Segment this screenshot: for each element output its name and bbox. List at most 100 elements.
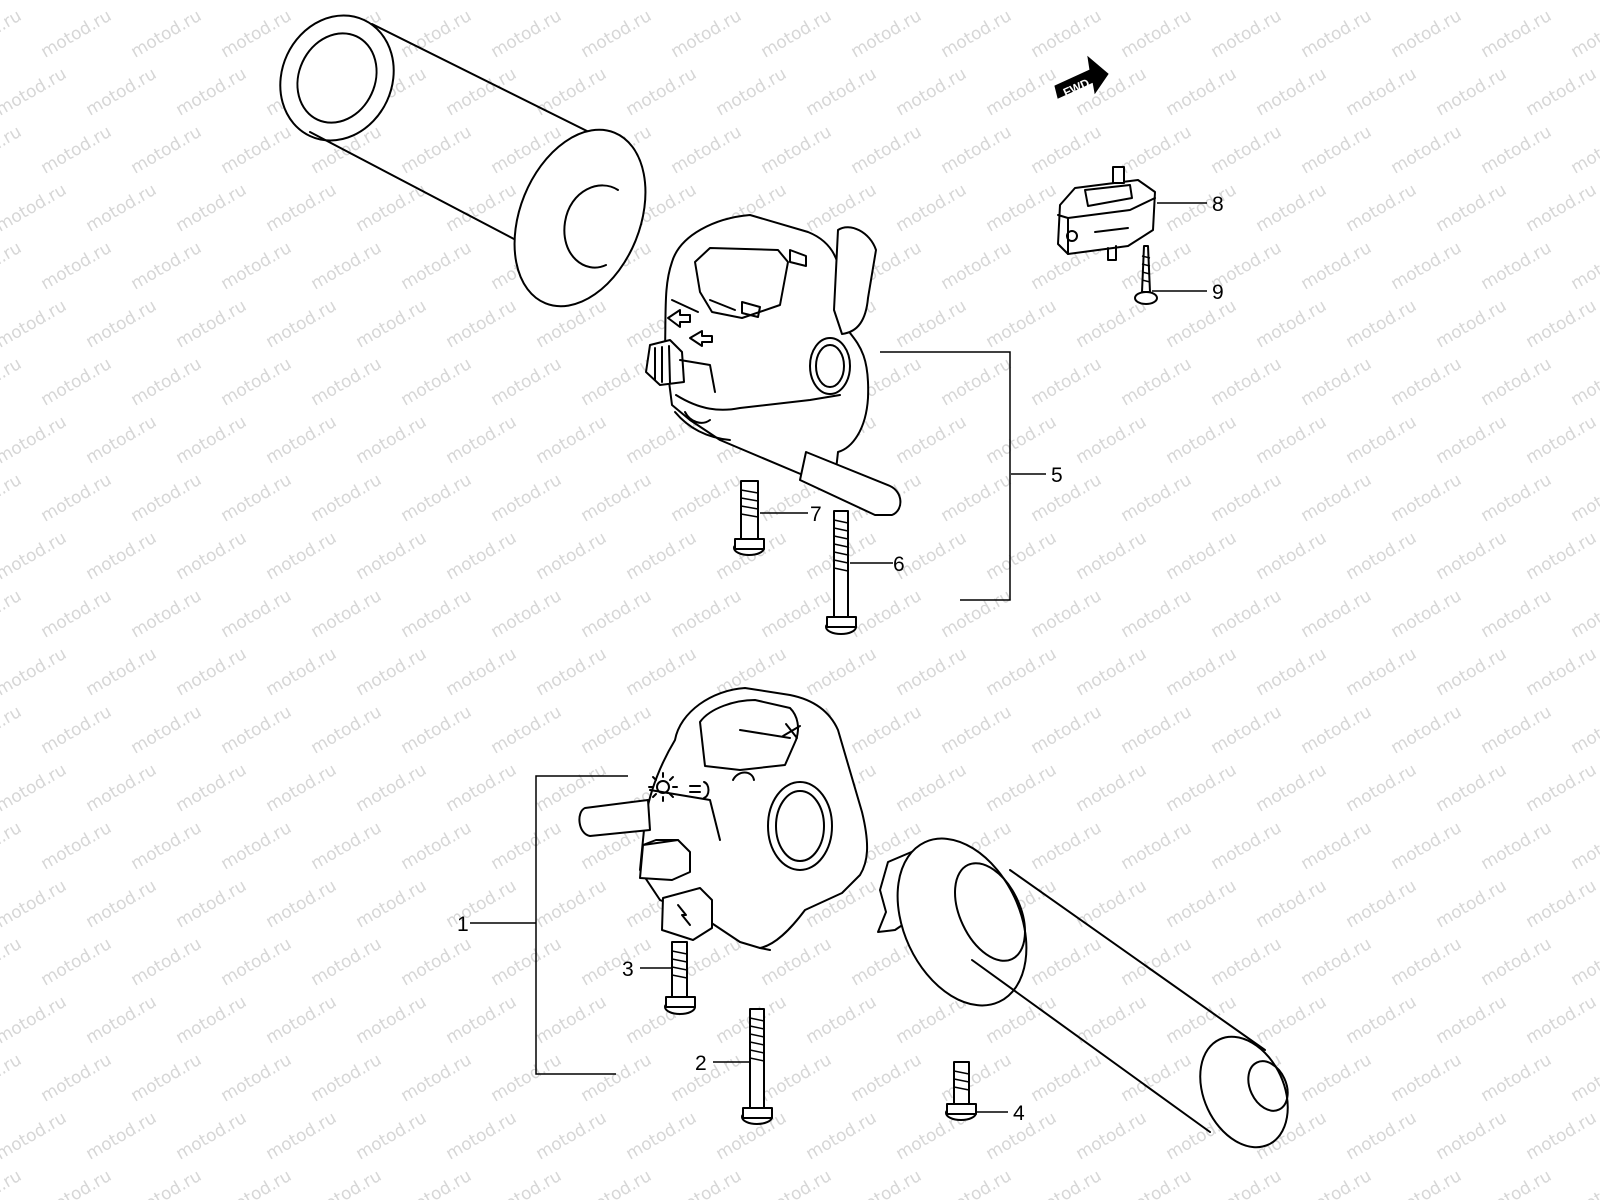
watermark-text: motod.ru (398, 122, 476, 178)
watermark-text: motod.ru (1433, 180, 1511, 236)
watermark-text: motod.ru (308, 818, 386, 874)
watermark-text: motod.ru (578, 934, 656, 990)
left-handlebar-grip (279, 14, 647, 308)
watermark-text: motod.ru (173, 644, 251, 700)
watermark-text: motod.ru (983, 296, 1061, 352)
watermark-text: motod.ru (0, 528, 70, 584)
watermark-text: motod.ru (1073, 644, 1151, 700)
watermark-text: motod.ru (1523, 760, 1600, 816)
watermark-text: motod.ru (173, 876, 251, 932)
watermark-text: motod.ru (1028, 934, 1106, 990)
watermark-text: motod.ru (263, 876, 341, 932)
watermark-text: motod.ru (1568, 586, 1600, 642)
watermark-text: motod.ru (218, 1050, 296, 1106)
watermark-text: motod.ru (1163, 0, 1241, 4)
watermark-text: motod.ru (38, 354, 116, 410)
watermark-text: motod.ru (1208, 1166, 1286, 1200)
watermark-text: motod.ru (758, 1050, 836, 1106)
watermark-text: motod.ru (848, 122, 926, 178)
watermark-text: motod.ru (443, 644, 521, 700)
watermark-text: motod.ru (308, 934, 386, 990)
watermark-text: motod.ru (1163, 644, 1241, 700)
watermark-text: motod.ru (533, 992, 611, 1048)
watermark-text: motod.ru (308, 1166, 386, 1200)
watermark-text: motod.ru (1523, 1108, 1600, 1164)
watermark-text: motod.ru (353, 1108, 431, 1164)
watermark-text: motod.ru (1253, 644, 1331, 700)
watermark-text: motod.ru (353, 528, 431, 584)
watermark-text: motod.ru (83, 64, 161, 120)
watermark-text: motod.ru (128, 818, 206, 874)
watermark-text: motod.ru (0, 702, 25, 758)
watermark-text: motod.ru (1388, 818, 1466, 874)
watermark-text: motod.ru (0, 876, 70, 932)
watermark-text: motod.ru (578, 1166, 656, 1200)
watermark-text: motod.ru (0, 644, 70, 700)
watermark-text: motod.ru (1433, 296, 1511, 352)
watermark-text: motod.ru (1118, 470, 1196, 526)
screw-6 (825, 510, 857, 635)
watermark-text: motod.ru (938, 1166, 1016, 1200)
watermark-text: motod.ru (1298, 1166, 1376, 1200)
watermark-text: motod.ru (443, 412, 521, 468)
watermark-text: motod.ru (668, 6, 746, 62)
watermark-text: motod.ru (1343, 644, 1421, 700)
watermark-text: motod.ru (1343, 760, 1421, 816)
watermark-text: motod.ru (1208, 354, 1286, 410)
watermark-text: motod.ru (1343, 412, 1421, 468)
watermark-text: motod.ru (173, 760, 251, 816)
watermark-text: motod.ru (218, 818, 296, 874)
watermark-text: motod.ru (218, 586, 296, 642)
watermark-text: motod.ru (1388, 470, 1466, 526)
watermark-text: motod.ru (938, 586, 1016, 642)
callout-6: 6 (893, 553, 905, 576)
watermark-text: motod.ru (1568, 818, 1600, 874)
watermark-text: motod.ru (1433, 760, 1511, 816)
watermark-text: motod.ru (578, 1050, 656, 1106)
watermark-text: motod.ru (1388, 354, 1466, 410)
watermark-text: motod.ru (1433, 992, 1511, 1048)
watermark-text: motod.ru (173, 64, 251, 120)
watermark-text: motod.ru (1523, 876, 1600, 932)
watermark-text: motod.ru (758, 1166, 836, 1200)
watermark-text: motod.ru (38, 1166, 116, 1200)
watermark-text: motod.ru (0, 64, 70, 120)
watermark-text: motod.ru (443, 876, 521, 932)
watermark-text: motod.ru (218, 238, 296, 294)
watermark-text: motod.ru (533, 412, 611, 468)
watermark-text: motod.ru (1478, 6, 1556, 62)
watermark-text: motod.ru (1208, 6, 1286, 62)
watermark-text: motod.ru (218, 6, 296, 62)
right-handlebar-grip (877, 837, 1289, 1149)
watermark-text: motod.ru (173, 412, 251, 468)
watermark-text: motod.ru (1298, 586, 1376, 642)
watermark-text: motod.ru (1253, 760, 1331, 816)
watermark-text: motod.ru (623, 528, 701, 584)
watermark-text: motod.ru (398, 470, 476, 526)
watermark-text: motod.ru (1298, 702, 1376, 758)
watermark-text: motod.ru (398, 702, 476, 758)
watermark-text: motod.ru (1433, 876, 1511, 932)
watermark-text: motod.ru (983, 528, 1061, 584)
watermark-text: motod.ru (758, 122, 836, 178)
screw-4 (945, 1061, 977, 1121)
watermark-text: motod.ru (713, 0, 791, 4)
watermark-text: motod.ru (173, 1108, 251, 1164)
watermark-text: motod.ru (38, 470, 116, 526)
watermark-text: motod.ru (938, 470, 1016, 526)
watermark-text: motod.ru (1343, 0, 1421, 4)
watermark-text: motod.ru (1253, 296, 1331, 352)
watermark-text: motod.ru (1208, 934, 1286, 990)
watermark-text: motod.ru (1298, 934, 1376, 990)
watermark-text: motod.ru (83, 0, 161, 4)
watermark-text: motod.ru (1253, 180, 1331, 236)
watermark-text: motod.ru (938, 238, 1016, 294)
watermark-text: motod.ru (128, 122, 206, 178)
watermark-text: motod.ru (1208, 586, 1286, 642)
watermark-text: motod.ru (0, 586, 25, 642)
watermark-text: motod.ru (308, 1050, 386, 1106)
watermark-text: motod.ru (1073, 296, 1151, 352)
watermark-text: motod.ru (0, 0, 70, 4)
watermark-text: motod.ru (1118, 122, 1196, 178)
watermark-text: motod.ru (578, 586, 656, 642)
